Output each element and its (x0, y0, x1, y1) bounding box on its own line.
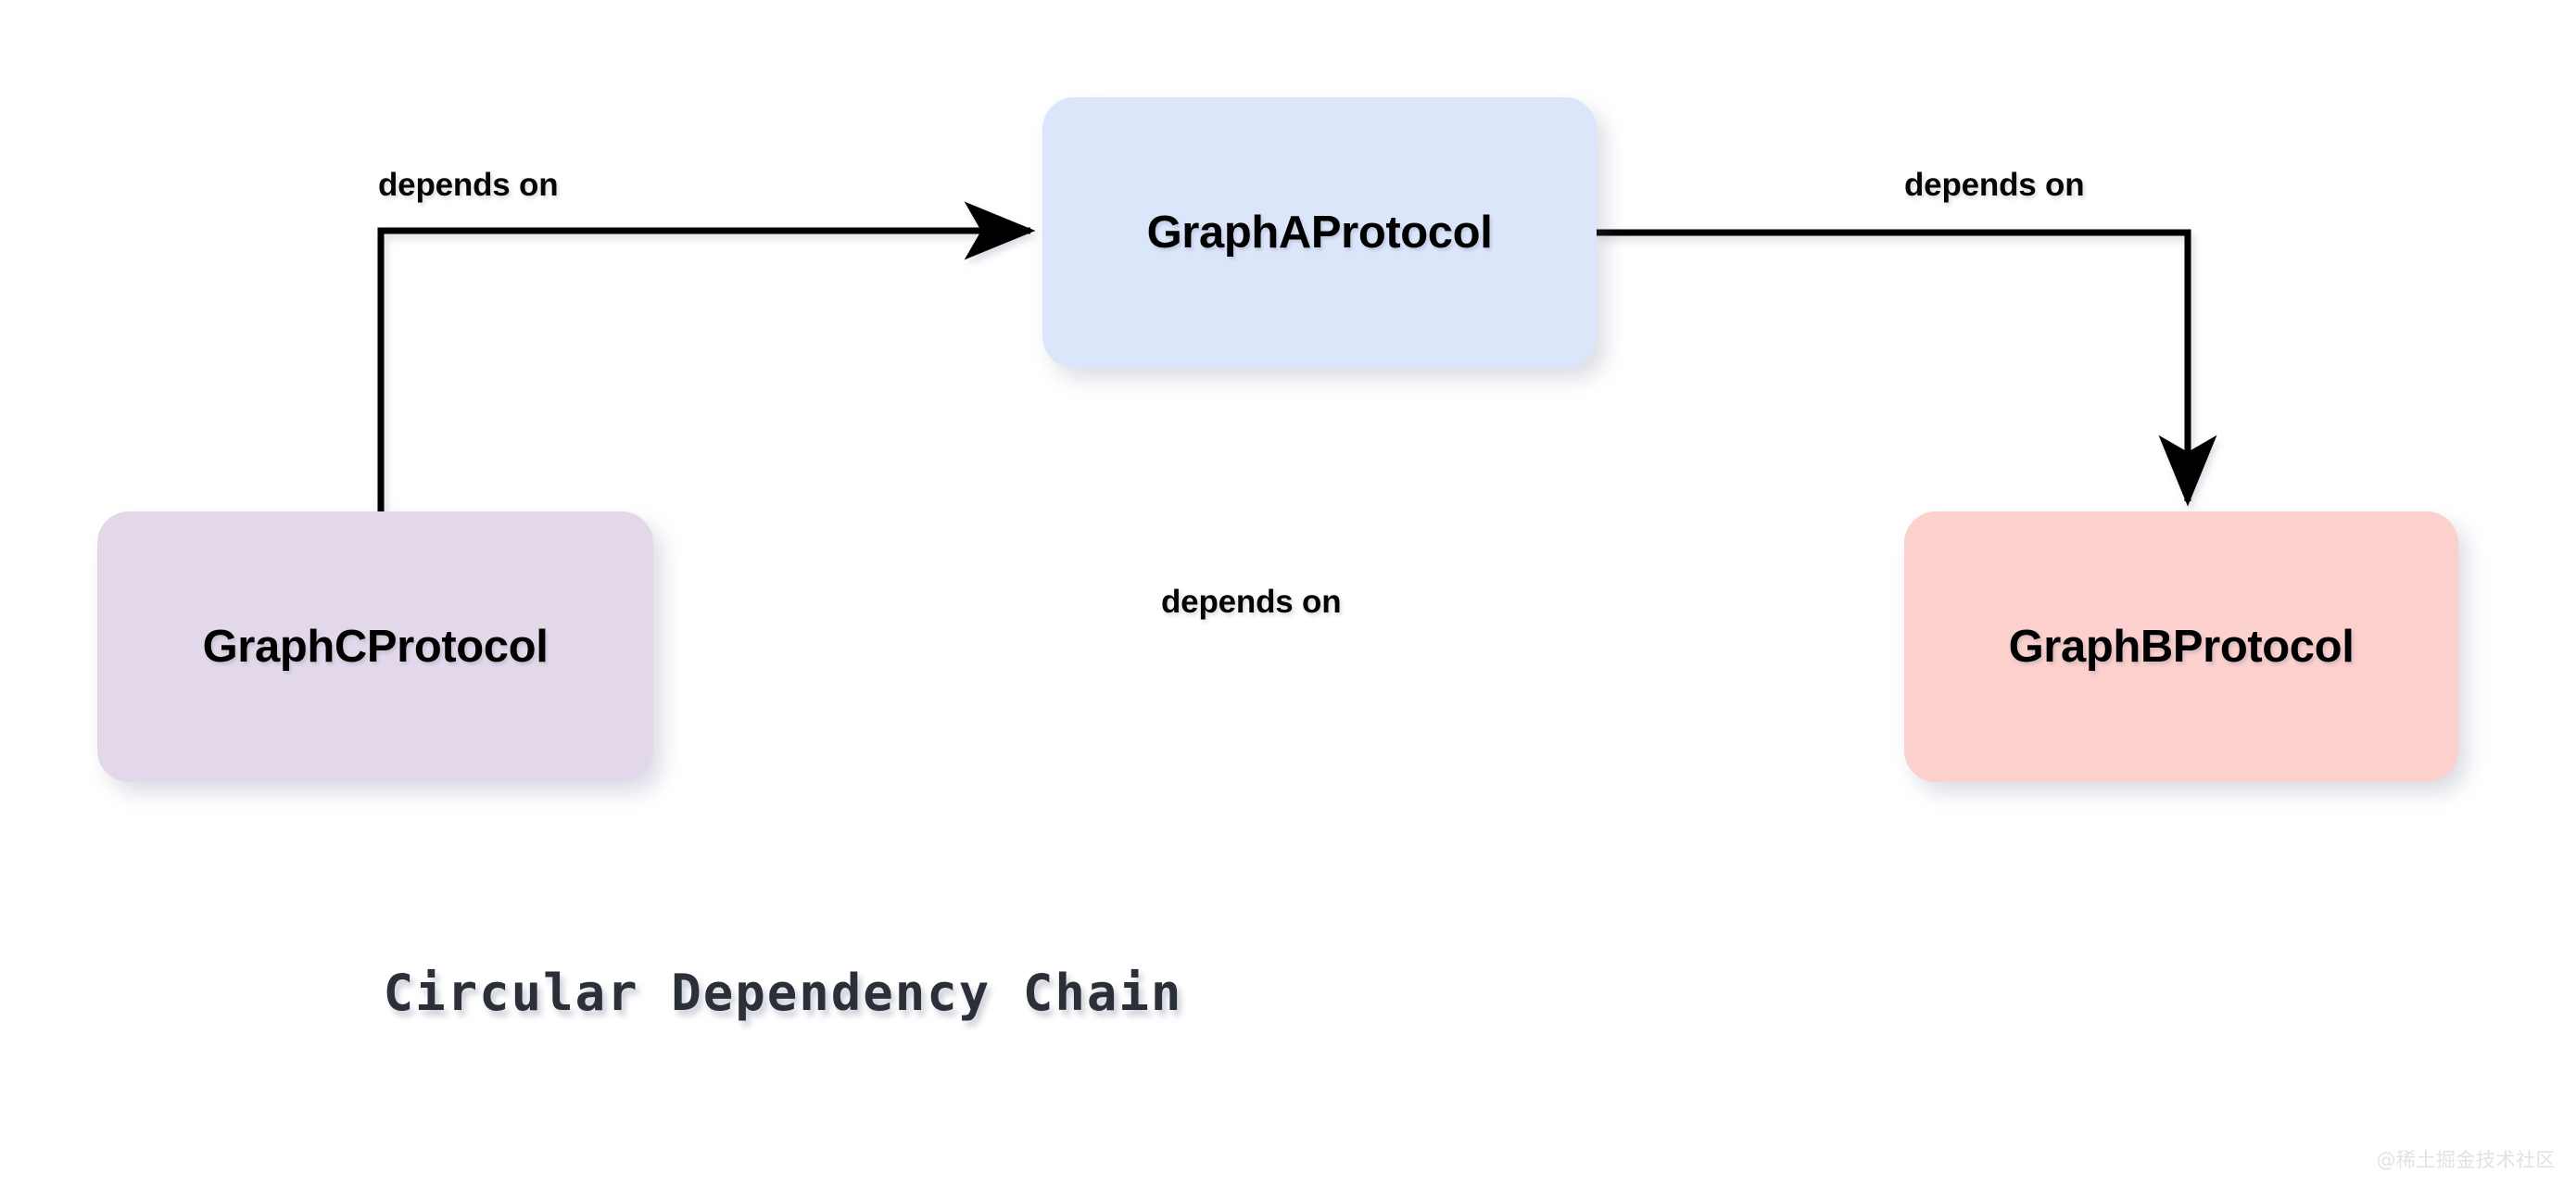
edge-label-a-to-b: depends on (1904, 167, 2085, 203)
node-graphc-protocol[interactable]: GraphCProtocol (97, 511, 653, 782)
edge-label-c-to-a: depends on (378, 167, 559, 203)
diagram-caption: Circular Dependency Chain (383, 964, 1183, 1022)
node-grapha-protocol-label: GraphAProtocol (1146, 208, 1493, 258)
node-graphb-protocol-label: GraphBProtocol (2008, 622, 2355, 672)
node-graphc-protocol-label: GraphCProtocol (202, 622, 549, 672)
watermark-text: @稀土掘金技术社区 (2376, 1149, 2556, 1171)
edge-label-b-to-c: depends on (1161, 584, 1342, 620)
node-graphb-protocol[interactable]: GraphBProtocol (1904, 511, 2458, 782)
edge-c-to-a (377, 201, 1036, 511)
edge-a-to-b (1597, 229, 2217, 507)
node-grapha-protocol[interactable]: GraphAProtocol (1042, 97, 1597, 368)
